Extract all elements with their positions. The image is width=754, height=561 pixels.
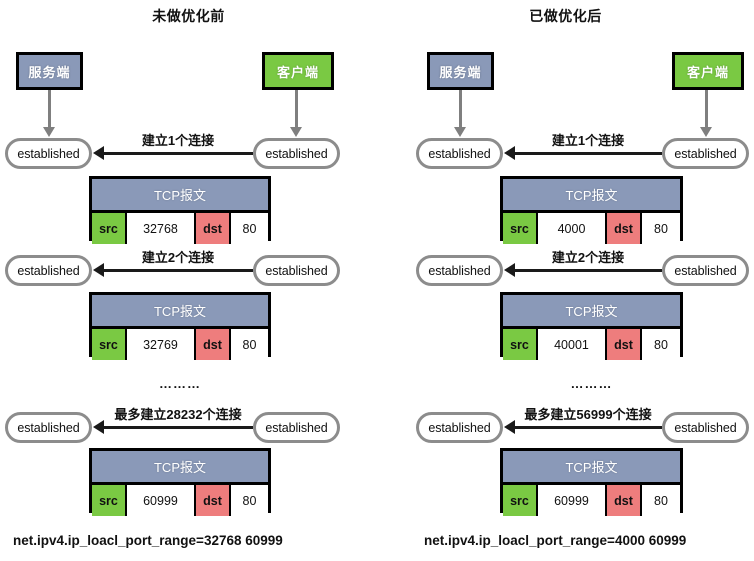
connection-arrowhead-2-icon [504, 263, 515, 277]
src-port-3: 60999 [538, 485, 607, 516]
client-connector-arrowhead-icon [290, 127, 302, 137]
tcp-packet-fields-1: src 32768 dst 80 [92, 213, 268, 244]
panel-title-before: 未做优化前 [152, 8, 225, 24]
tcp-packet-title-2: TCP报文 [503, 295, 680, 329]
state-oval-client-1: established [662, 138, 749, 169]
state-oval-server-3: established [5, 412, 92, 443]
src-port-1: 32768 [127, 213, 196, 244]
client-box: 客户端 [262, 52, 334, 90]
connection-arrow-3 [104, 426, 253, 429]
tcp-packet-1: TCP报文 src 32768 dst 80 [89, 176, 271, 244]
state-oval-client-1: established [253, 138, 340, 169]
connection-arrowhead-3-icon [93, 420, 104, 434]
client-connector-line [295, 90, 298, 128]
connection-label-3: 最多建立28232个连接 [114, 407, 242, 422]
src-label-2: src [503, 329, 538, 360]
tcp-packet-fields-2: src 40001 dst 80 [503, 329, 680, 360]
dst-label-2: dst [196, 329, 231, 360]
dst-port-1: 80 [642, 213, 680, 244]
connection-arrow-1 [104, 152, 253, 155]
sysctl-caption: net.ipv4.ip_loacl_port_range=32768 60999 [13, 533, 283, 548]
dst-port-3: 80 [642, 485, 680, 516]
server-connector-line [459, 90, 462, 128]
src-label-1: src [503, 213, 538, 244]
tcp-packet-2: TCP报文 src 40001 dst 80 [500, 292, 683, 360]
connection-label-1: 建立1个连接 [141, 133, 215, 148]
panel-title-after: 已做优化后 [529, 8, 602, 24]
state-oval-client-2: established [662, 255, 749, 286]
src-label-2: src [92, 329, 127, 360]
tcp-packet-fields-2: src 32769 dst 80 [92, 329, 268, 360]
state-oval-client-3: established [662, 412, 749, 443]
src-label-3: src [503, 485, 538, 516]
server-connector-line [48, 90, 51, 128]
connection-arrow-3 [515, 426, 662, 429]
dst-label-3: dst [607, 485, 642, 516]
src-port-2: 32769 [127, 329, 196, 360]
tcp-packet-3: TCP报文 src 60999 dst 80 [500, 448, 683, 516]
src-port-1: 4000 [538, 213, 607, 244]
connection-arrowhead-2-icon [93, 263, 104, 277]
tcp-packet-title-1: TCP报文 [503, 179, 680, 213]
connection-arrowhead-3-icon [504, 420, 515, 434]
client-connector-line [705, 90, 708, 128]
client-connector-arrowhead-icon [700, 127, 712, 137]
connection-arrowhead-1-icon [504, 146, 515, 160]
state-oval-server-2: established [416, 255, 503, 286]
src-label-3: src [92, 485, 127, 516]
sysctl-caption: net.ipv4.ip_loacl_port_range=4000 60999 [424, 533, 687, 548]
panel-before: 未做优化前 服务端 客户端 established established 建立… [5, 8, 340, 548]
connection-label-2: 建立2个连接 [141, 250, 215, 265]
dst-label-1: dst [607, 213, 642, 244]
dst-port-1: 80 [231, 213, 268, 244]
state-oval-server-1: established [5, 138, 92, 169]
src-label-1: src [92, 213, 127, 244]
state-oval-server-1: established [416, 138, 503, 169]
panel-after: 已做优化后 服务端 客户端 established established 建立… [377, 0, 754, 561]
tcp-packet-3: TCP报文 src 60999 dst 80 [89, 448, 271, 516]
src-port-3: 60999 [127, 485, 196, 516]
tcp-packet-fields-1: src 4000 dst 80 [503, 213, 680, 244]
client-box: 客户端 [672, 52, 744, 90]
ellipsis-separator: ……… [570, 376, 613, 391]
dst-port-2: 80 [231, 329, 268, 360]
connection-label-2: 建立2个连接 [551, 250, 625, 265]
tcp-packet-2: TCP报文 src 32769 dst 80 [89, 292, 271, 360]
state-oval-client-3: established [253, 412, 340, 443]
src-port-2: 40001 [538, 329, 607, 360]
connection-arrowhead-1-icon [93, 146, 104, 160]
state-oval-client-2: established [253, 255, 340, 286]
connection-arrow-2 [104, 269, 253, 272]
dst-port-3: 80 [231, 485, 268, 516]
dst-label-1: dst [196, 213, 231, 244]
tcp-packet-fields-3: src 60999 dst 80 [92, 485, 268, 516]
server-connector-arrowhead-icon [43, 127, 55, 137]
server-connector-arrowhead-icon [454, 127, 466, 137]
tcp-packet-title-3: TCP报文 [503, 451, 680, 485]
state-oval-server-3: established [416, 412, 503, 443]
ellipsis-separator: ……… [159, 376, 201, 391]
connection-label-1: 建立1个连接 [551, 133, 625, 148]
tcp-packet-title-3: TCP报文 [92, 451, 268, 485]
connection-arrow-1 [515, 152, 662, 155]
server-box: 服务端 [427, 52, 494, 90]
connection-label-3: 最多建立56999个连接 [524, 407, 652, 422]
tcp-packet-fields-3: src 60999 dst 80 [503, 485, 680, 516]
dst-port-2: 80 [642, 329, 680, 360]
connection-arrow-2 [515, 269, 662, 272]
tcp-packet-title-1: TCP报文 [92, 179, 268, 213]
tcp-packet-1: TCP报文 src 4000 dst 80 [500, 176, 683, 244]
dst-label-2: dst [607, 329, 642, 360]
dst-label-3: dst [196, 485, 231, 516]
state-oval-server-2: established [5, 255, 92, 286]
server-box: 服务端 [16, 52, 83, 90]
tcp-packet-title-2: TCP报文 [92, 295, 268, 329]
